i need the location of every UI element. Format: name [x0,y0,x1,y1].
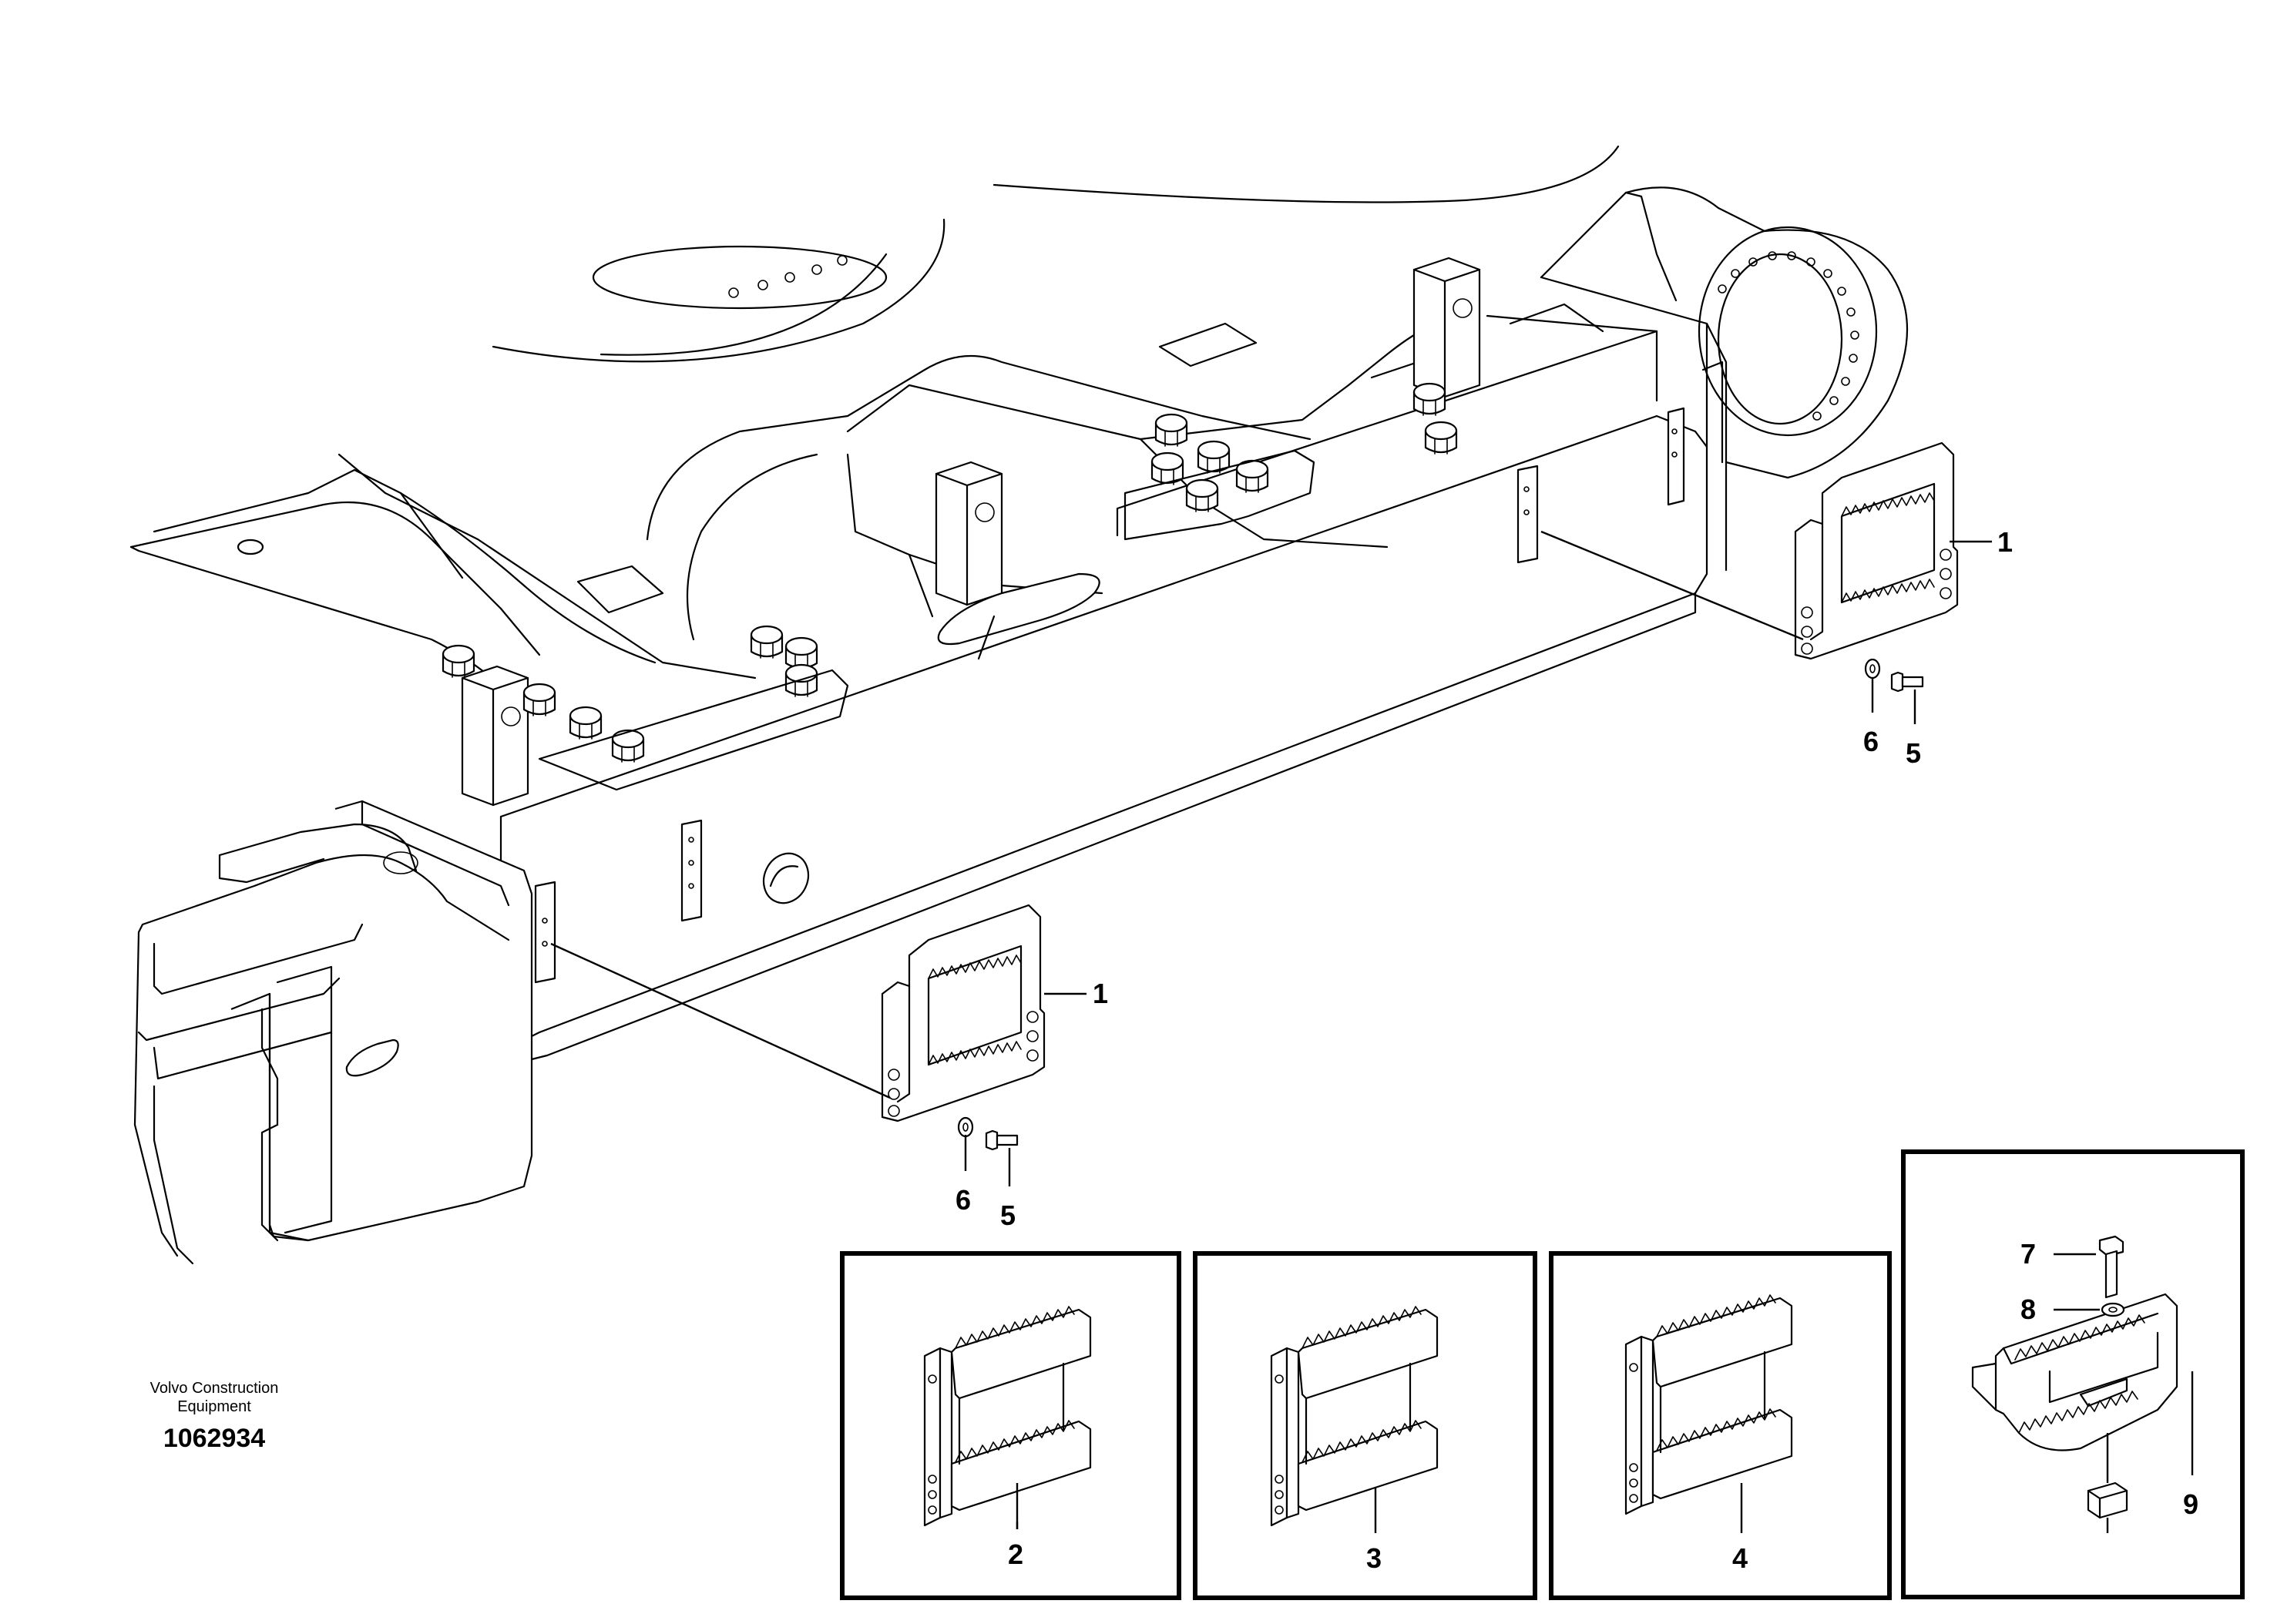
callout-5-upper: 5 [1906,737,1921,769]
detail-box-3 [1193,1251,1537,1600]
callout-2: 2 [1008,1538,1023,1570]
callout-labels: 1 6 5 1 6 5 2 3 4 7 8 9 [956,526,2198,1574]
track-frame-beam [442,257,1728,1061]
callout-4: 4 [1732,1542,1748,1574]
callout-1-upper: 1 [1997,526,2013,558]
publisher-block: Volvo Construction Equipment 1062934 [150,1380,279,1453]
drive-ring [1540,186,1909,479]
callout-8: 8 [2020,1293,2036,1325]
leader-lines [964,540,1992,1186]
drawing-number: 1062934 [163,1424,265,1453]
callout-5-lower: 5 [1000,1200,1016,1231]
upper-frame [129,145,1620,695]
detail-box-4 [1549,1251,1892,1600]
step-upper [1540,441,1959,693]
step-lower [550,904,1046,1151]
callout-9: 9 [2183,1488,2198,1520]
detail-box-2 [840,1251,1181,1600]
callout-6-lower: 6 [956,1184,971,1216]
publisher-line-2: Equipment [177,1398,251,1415]
callout-3: 3 [1366,1542,1382,1574]
callout-1-lower: 1 [1093,978,1108,1009]
callout-7: 7 [2020,1238,2036,1270]
rear-guard [133,800,533,1265]
detail-box-9 [1901,1149,2245,1599]
publisher-line-1: Volvo Construction [150,1380,279,1397]
callout-6-upper: 6 [1863,726,1879,757]
